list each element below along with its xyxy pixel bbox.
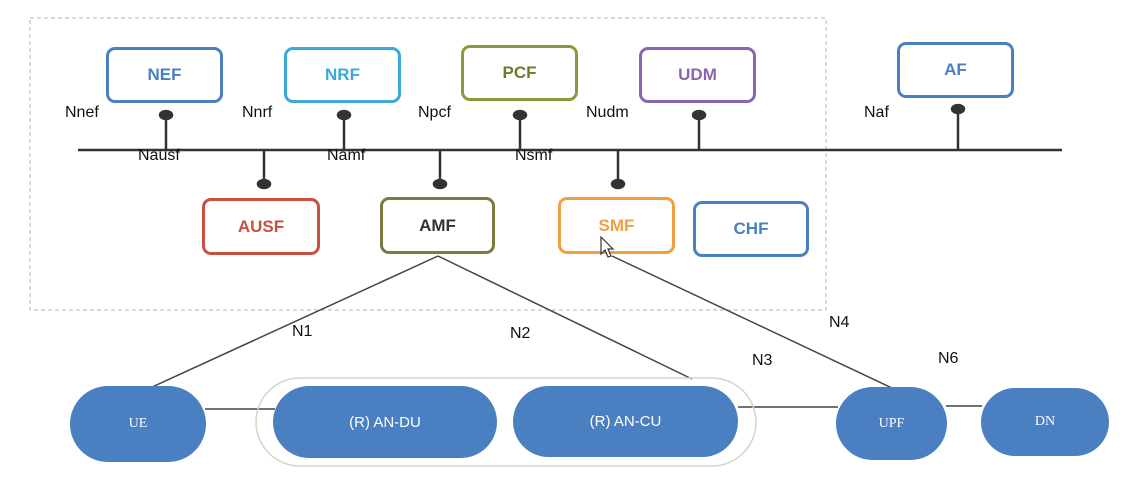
af-label: AF [944, 60, 967, 79]
npcf-label: Npcf [418, 104, 451, 121]
n4-link [611, 255, 893, 389]
udm-connector [691, 109, 707, 121]
ausf-connector [256, 178, 272, 190]
dn-label: DN [1034, 414, 1056, 429]
control-plane-boundary [29, 17, 827, 311]
nrf-connector [336, 109, 352, 121]
an-cu-label: (R) AN-CU [589, 413, 662, 430]
an-cu-node: (R) AN-CU [513, 386, 738, 457]
nrf-box: NRF [284, 47, 401, 103]
amf-label: AMF [419, 215, 456, 235]
ue-label: UE [128, 416, 148, 431]
ausf-label: AUSF [237, 216, 285, 236]
chf-box: CHF [693, 201, 809, 257]
af-connector [950, 103, 966, 115]
pcf-connector [512, 109, 528, 121]
chf-label: CHF [733, 219, 769, 238]
n2-link [437, 255, 693, 380]
an-du-label: (R) AN-DU [349, 413, 421, 431]
naf-label: Naf [864, 104, 889, 121]
nudm-label: Nudm [586, 104, 629, 121]
pcf-box: PCF [461, 45, 578, 101]
n1-label: N1 [292, 323, 313, 340]
ue-node: UE [70, 386, 206, 462]
smf-connector [610, 178, 626, 190]
ran-group [255, 377, 757, 467]
af-box: AF [897, 42, 1014, 98]
amf-box: AMF [380, 197, 495, 254]
amf-connector [432, 178, 448, 190]
nnrf-label: Nnrf [242, 104, 273, 121]
nef-box: NEF [106, 47, 223, 103]
nef-label: NEF [147, 65, 182, 84]
nsmf-label: Nsmf [515, 147, 553, 164]
n6-label: N6 [938, 350, 959, 367]
dn-node: DN [981, 388, 1109, 456]
an-du-node: (R) AN-DU [273, 386, 497, 458]
n1-link [149, 255, 439, 389]
udm-label: UDM [678, 65, 717, 84]
n4-label: N4 [829, 314, 850, 331]
upf-node: UPF [836, 387, 947, 460]
nef-connector [158, 109, 174, 121]
pcf-label: PCF [502, 63, 537, 82]
udm-box: UDM [639, 47, 756, 103]
nausf-label: Nausf [138, 147, 180, 164]
n3-label: N3 [752, 352, 773, 369]
namf-label: Namf [327, 147, 366, 164]
nnef-label: Nnef [65, 104, 99, 121]
upf-label: UPF [878, 415, 905, 431]
smf-box: SMF [558, 197, 675, 254]
n2-label: N2 [510, 325, 531, 342]
ausf-box: AUSF [202, 198, 320, 255]
mouse-cursor-icon [600, 236, 615, 258]
nrf-label: NRF [325, 65, 360, 84]
smf-label: SMF [598, 215, 635, 235]
